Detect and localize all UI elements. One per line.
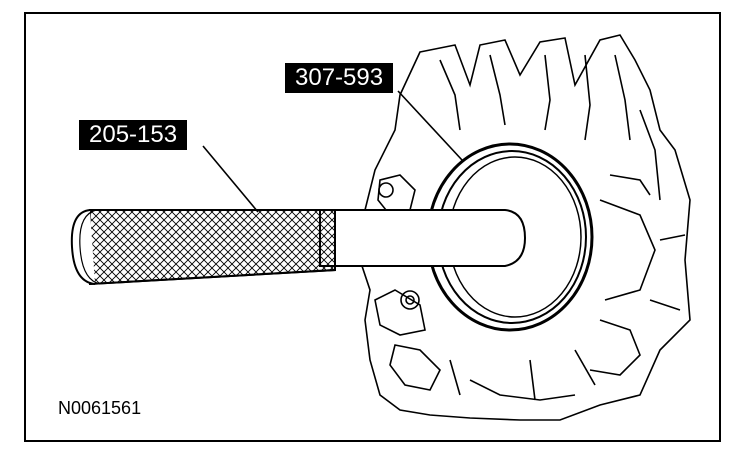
transmission-housing bbox=[359, 34, 691, 421]
figure-number: N0061561 bbox=[58, 398, 142, 418]
leader-line-205 bbox=[202, 145, 259, 213]
callout-205-153: 205-153 bbox=[79, 120, 188, 150]
figure-border bbox=[24, 12, 721, 442]
callout-307-593: 307-593 bbox=[285, 63, 394, 93]
driver-handle bbox=[70, 209, 527, 286]
leader-line-307 bbox=[397, 90, 463, 161]
